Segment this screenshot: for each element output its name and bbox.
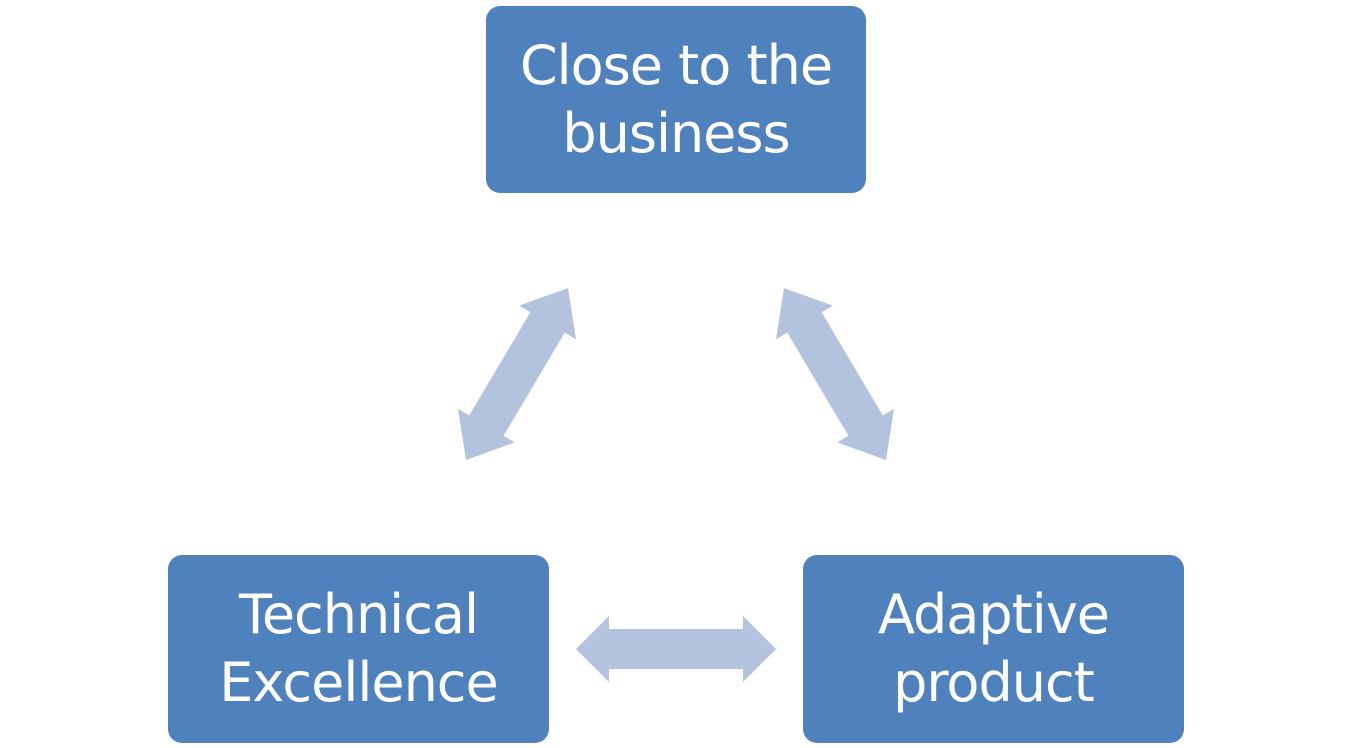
node-label-line: Technical xyxy=(239,583,479,646)
node-label-line: Close to the xyxy=(519,33,833,97)
double-arrow-shape xyxy=(576,616,776,682)
node-label-line: Adaptive xyxy=(878,583,1110,646)
node-close-to-business: Close to the business xyxy=(486,6,866,193)
arrow-left-right xyxy=(576,616,776,682)
node-technical-excellence: Technical Excellence xyxy=(168,555,549,743)
node-label-line: business xyxy=(562,101,790,165)
node-label-line: Excellence xyxy=(219,651,498,714)
node-adaptive-product: Adaptive product xyxy=(803,555,1184,743)
double-arrow-shape xyxy=(458,288,576,460)
double-arrow-shape xyxy=(776,288,894,460)
arrow-top-right xyxy=(776,288,894,460)
arrow-top-left xyxy=(458,288,576,460)
node-label-line: product xyxy=(893,651,1095,714)
